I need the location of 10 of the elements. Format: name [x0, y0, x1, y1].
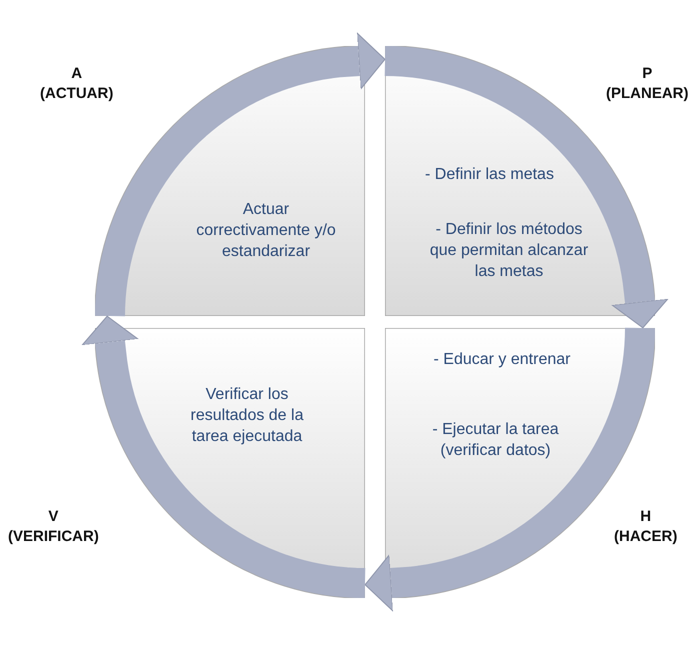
phase-label: P (PLANEAR)	[606, 64, 688, 104]
phase-description: - Educar y entrenar	[432, 350, 572, 370]
phase-description: Verificar los resultados de la tarea ejecutada	[190, 385, 304, 447]
phase-label: A (ACTUAR)	[40, 64, 114, 104]
phase-description: - Definir los métodos que permitan alcanzar las metas	[428, 220, 590, 282]
phase-label: V (VERIFICAR)	[8, 507, 99, 548]
phase-label: H (HACER)	[614, 507, 678, 548]
phase-description: - Definir las metas	[424, 165, 555, 185]
phase-description: - Ejecutar la tarea (verificar datos)	[431, 420, 560, 461]
phase-description: Actuar correctivamente y/o estandarizar	[195, 200, 337, 262]
